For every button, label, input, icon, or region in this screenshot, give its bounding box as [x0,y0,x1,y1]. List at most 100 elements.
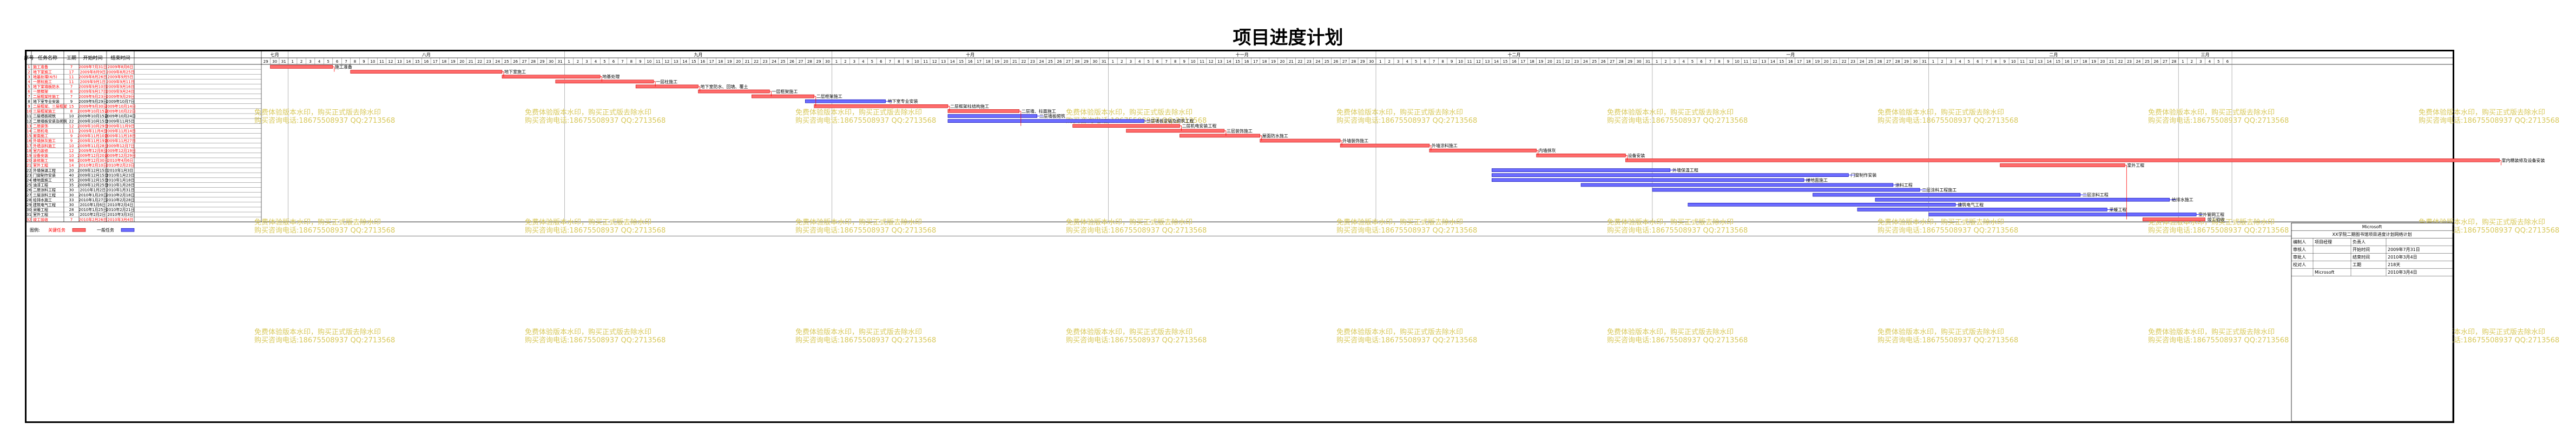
gantt-bar[interactable] [1857,208,2107,211]
day-label: 22 [477,59,482,64]
row-end: 2009年9月29日 [106,94,134,99]
day-label: 6 [1977,59,1979,64]
day-label: 29 [540,59,545,64]
watermark-text: 购买咨询电话:18675508937 QQ:2713568 [1607,336,1748,345]
row-duration: 9 [70,139,73,143]
gantt-bar[interactable] [1491,178,1804,182]
gantt-bar[interactable] [1875,197,2170,202]
gantt-bar[interactable] [1072,124,1180,128]
gantt-bar[interactable] [1813,193,2081,197]
day-label: 28 [531,59,536,64]
row-start: 2010年1月20日 [78,193,107,197]
row-start: 2009年12月25日 [77,183,108,188]
day-label: 27 [1066,59,1071,64]
day-label: 28 [1895,59,1900,64]
watermark-text: 免费体验版本水印，购买正式版去除水印 [2148,328,2275,336]
day-label: 14 [1770,59,1775,64]
day-label: 15 [691,59,696,64]
dependency-line [1429,145,1432,151]
gantt-bar[interactable] [947,109,1020,113]
watermark-text: 免费体验版本水印，购买正式版去除水印 [254,108,381,117]
gantt-bar[interactable] [1536,153,1626,157]
row-index: 18 [27,149,31,153]
day-label: 19 [1538,59,1543,64]
dependency-line [1019,111,1022,126]
day-label: 30 [272,59,277,64]
gantt-bar[interactable] [1580,183,1894,187]
day-label: 13 [1485,59,1490,64]
day-label: 28 [1075,59,1079,64]
gantt-bar-label: 采暖工程 [2109,207,2126,212]
gantt-bar[interactable] [2142,217,2205,221]
row-start: 2009年10月15日 [77,114,108,118]
day-label: 11 [923,59,928,64]
day-label: 8 [1174,59,1176,64]
gantt-bar[interactable] [1180,134,1261,138]
gantt-bar[interactable] [1688,202,1956,207]
gantt-bar[interactable] [1625,158,2500,162]
gantt-bar[interactable] [555,80,654,84]
row-start: 2009年11月19日 [77,138,108,143]
dependency-line [502,71,504,77]
row-task-name: 屋面施工 [33,134,48,138]
row-start: 2009年12月30日 [77,158,108,163]
row-duration: 17 [69,70,74,74]
day-label: 8 [898,59,900,64]
gantt-bar[interactable] [270,65,333,69]
gantt-bar[interactable] [1491,168,1671,172]
gantt-bar-label: 二层涂料工程施工 [1922,187,1956,193]
row-task-name: 地下室施工 [33,69,52,74]
row-duration: 33 [69,198,74,202]
day-label: 13 [941,59,946,64]
row-start: 2010年1月27日 [78,197,107,202]
row-index: 29 [27,203,31,207]
day-label: 9 [1451,59,1453,64]
dependency-line [1224,130,1227,136]
day-label: 14 [682,59,687,64]
day-label: 10 [1735,59,1740,64]
watermark-text: 购买咨询电话:18675508937 QQ:2713568 [2148,116,2289,125]
info-company: Microsoft [2362,224,2382,229]
day-label: 17 [1520,59,1525,64]
watermark-text: 购买咨询电话:18675508937 QQ:2713568 [1877,226,2018,235]
dependency-line [1260,135,1262,141]
day-label: 10 [914,59,919,64]
info-cell: 2009年7月31日 [2388,247,2420,252]
watermark-text: 免费体验版本水印，购买正式版去除水印 [525,328,651,336]
gantt-bar[interactable] [805,99,886,103]
day-label: 9 [363,59,365,64]
day-label: 11 [1467,59,1472,64]
gantt-bar-label: 二层墙、柱面施工 [1022,108,1056,114]
watermark-text: 购买咨询电话:18675508937 QQ:2713568 [254,226,395,235]
day-label: 16 [2065,59,2070,64]
gantt-bar[interactable] [1652,188,1920,192]
gantt-bar[interactable] [350,70,503,74]
gantt-bar-label: 楼地面施工 [1806,177,1828,183]
row-task-name: 楼地面施工 [33,178,52,183]
gantt-bar[interactable] [1491,173,1849,177]
gantt-bar[interactable] [1928,213,2197,216]
gantt-bar[interactable] [1340,143,1430,148]
row-start: 2009年11月28日 [77,143,108,148]
day-label: 2 [300,59,302,64]
gantt-bar[interactable] [2000,163,2125,167]
row-start: 2009年8月26日 [78,74,107,79]
gantt-bar[interactable] [1260,138,1341,143]
day-label: 8 [630,59,633,64]
watermark-text: 购买咨询电话:18675508937 QQ:2713568 [525,226,666,235]
gantt-bar[interactable] [752,94,815,98]
gantt-bar[interactable] [947,114,1038,118]
gantt-bar-label: 屋面防水施工 [1262,133,1288,138]
gantt-bar[interactable] [698,89,770,94]
day-label: 16 [1788,59,1793,64]
gantt-bar[interactable] [1429,148,1537,153]
gantt-bar[interactable] [947,119,1144,123]
gantt-bar[interactable] [635,84,699,89]
row-task-name: 三层机电 [33,129,48,134]
gantt-bar[interactable] [814,104,948,108]
gantt-bar[interactable] [1126,129,1225,133]
day-label: 6 [612,59,615,64]
row-end: 2010年2月28日 [106,197,134,202]
row-index: 28 [27,198,31,202]
gantt-bar[interactable] [502,75,601,78]
